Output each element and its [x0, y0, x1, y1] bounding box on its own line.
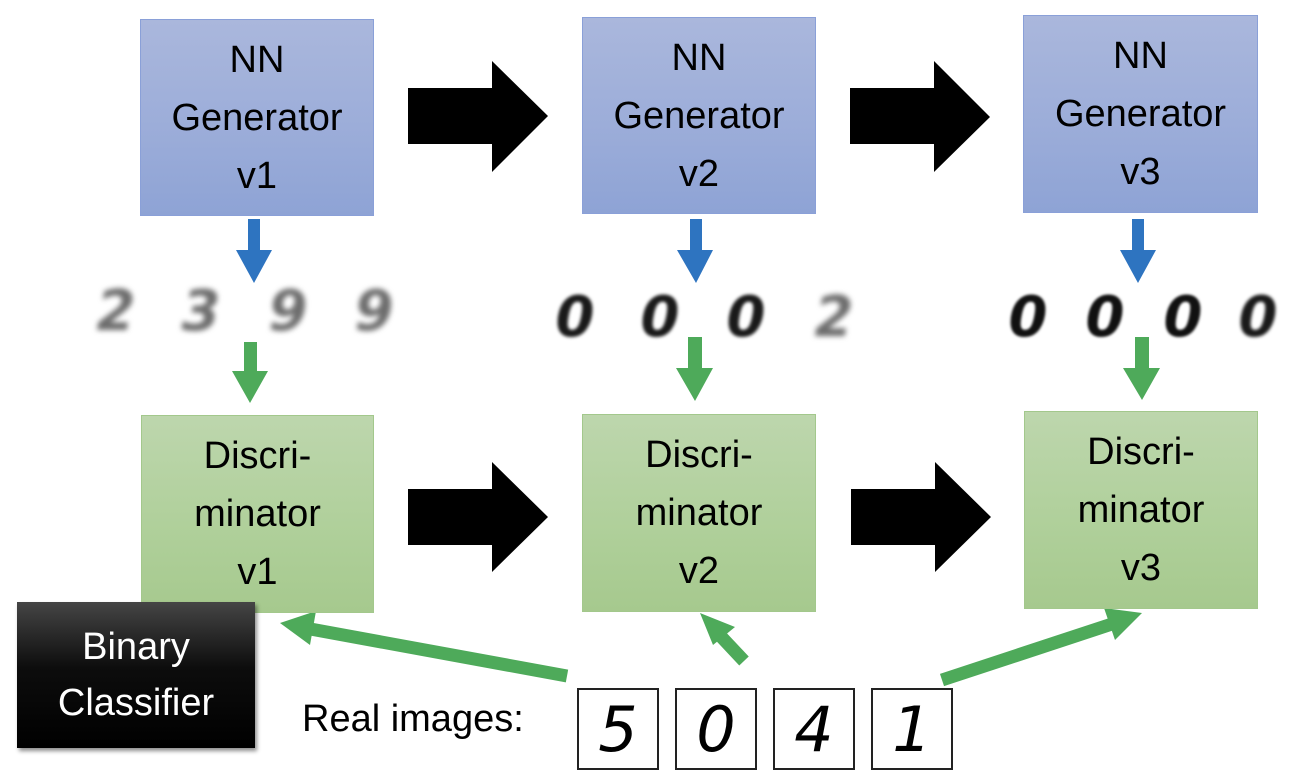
generated-digit: 0: [1238, 284, 1278, 350]
generated-digit: 0: [640, 284, 680, 350]
discriminator-v2-line-2: minator: [635, 492, 763, 534]
evolution-arrow-gen-v2-v3: [850, 61, 990, 172]
generated-digit: 0: [726, 284, 766, 350]
discriminator-v3-line-2: minator: [1077, 489, 1205, 531]
discriminator-v2-line-3: v2: [678, 550, 720, 592]
binary-classifier-line-1: Binary: [82, 626, 190, 668]
generator-v1-box: NN Generator v1: [140, 19, 374, 216]
generated-digit: 9: [354, 278, 394, 344]
binary-classifier-line-2: Classifier: [57, 682, 215, 724]
real-image: 1: [871, 688, 953, 770]
discriminator-v3-box: Discri- minator v3: [1024, 411, 1258, 609]
discriminator-v1-line-3: v1: [237, 551, 278, 593]
sample-input-arrow-2: [676, 337, 713, 401]
real-image-arrow-1: [280, 611, 569, 683]
generated-digit: 0: [1008, 284, 1048, 350]
real-image: 4: [773, 688, 855, 770]
generator-output-arrow-1: [236, 219, 272, 283]
discriminator-v1-line-1: Discri-: [203, 435, 312, 477]
generator-v3-box: NN Generator v3: [1023, 15, 1258, 213]
real-image-arrow-3: [939, 608, 1142, 687]
discriminator-v2-box: Discri- minator v2: [582, 414, 816, 612]
generator-v2-line-1: NN: [671, 36, 727, 79]
sample-input-arrow-1: [232, 342, 268, 403]
discriminator-v1-line-2: minator: [194, 493, 321, 535]
generated-digit: 3: [181, 278, 221, 344]
generator-v2-line-2: Generator: [613, 94, 785, 137]
real-image-arrow-2: [700, 613, 749, 666]
sample-input-arrow-3: [1123, 337, 1160, 400]
generator-v1-line-3: v1: [236, 154, 278, 197]
evolution-arrow-disc-v1-v2: [408, 462, 548, 572]
generated-digit: 2: [814, 284, 854, 350]
discriminator-v1-box: Discri- minator v1: [141, 415, 374, 613]
generator-output-arrow-3: [1120, 219, 1156, 283]
generator-v3-line-2: Generator: [1054, 93, 1227, 135]
discriminator-v3-line-3: v3: [1120, 547, 1162, 589]
generated-digit: 0: [1085, 284, 1125, 350]
real-image: 0: [675, 688, 757, 770]
generated-digit: 9: [268, 278, 308, 344]
generator-output-arrow-2: [677, 219, 713, 283]
generator-v2-box: NN Generator v2: [582, 17, 816, 214]
discriminator-v3-line-1: Discri-: [1087, 431, 1195, 473]
generator-v1-line-2: Generator: [171, 96, 343, 139]
generated-digit: 2: [96, 278, 136, 344]
generated-digit: 0: [1163, 284, 1203, 350]
generator-v3-line-1: NN: [1113, 35, 1168, 77]
evolution-arrow-disc-v2-v3: [851, 462, 991, 572]
real-image: 5: [577, 688, 659, 770]
generated-digit: 0: [555, 284, 595, 350]
generator-v2-line-3: v2: [678, 152, 720, 195]
evolution-arrow-gen-v1-v2: [408, 61, 548, 172]
generator-v1-line-1: NN: [229, 38, 285, 81]
real-images-label: Real images:: [302, 698, 524, 740]
generator-v3-line-3: v3: [1120, 151, 1161, 193]
binary-classifier-box: Binary Classifier: [17, 602, 255, 748]
discriminator-v2-line-1: Discri-: [645, 434, 753, 476]
